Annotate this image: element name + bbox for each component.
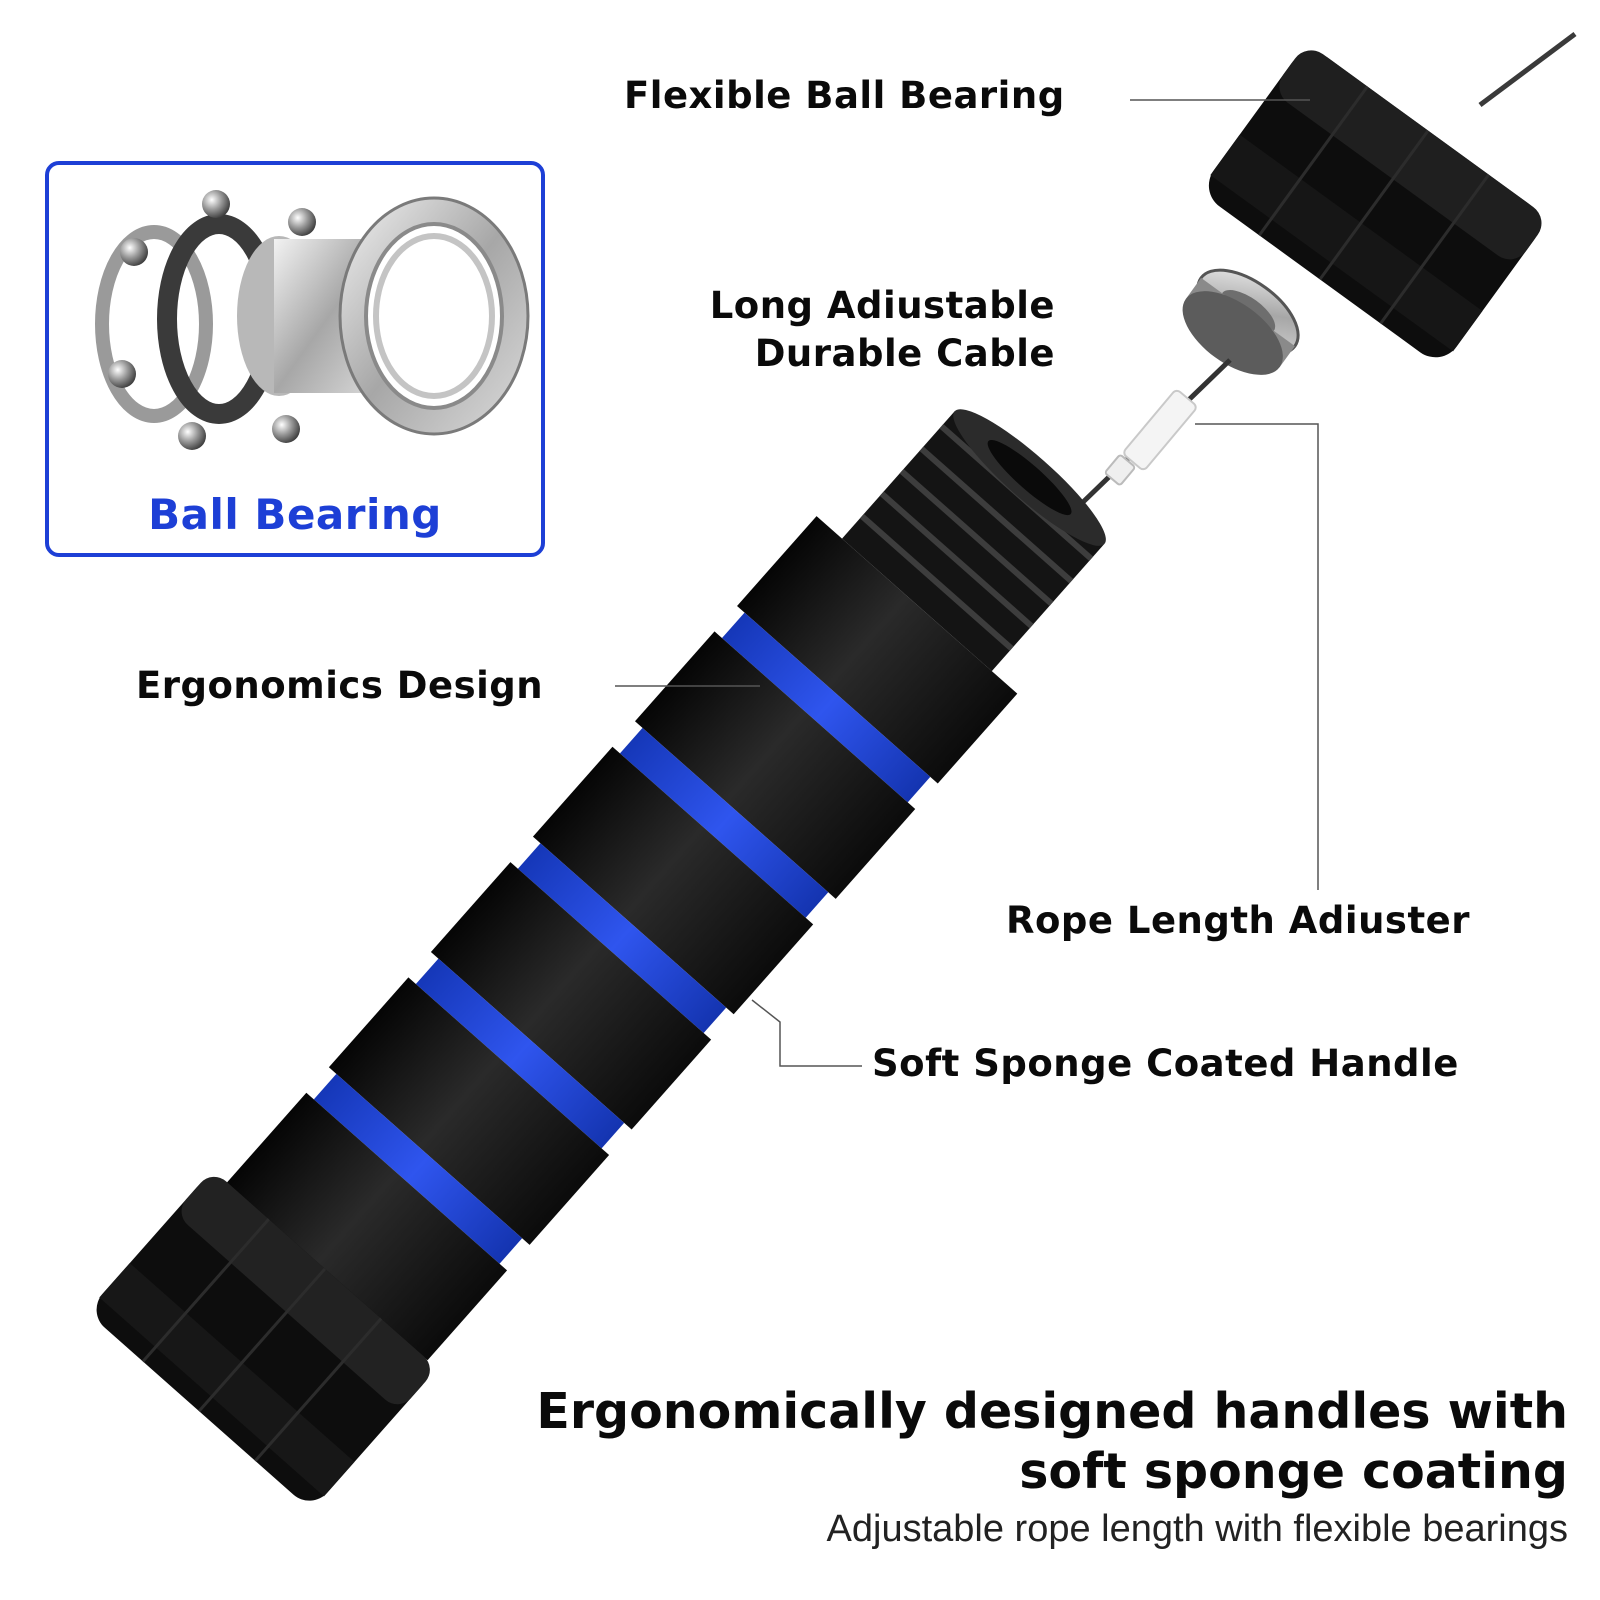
leader-soft-sponge-handle	[751, 999, 862, 1067]
headline-line1: Ergonomically designed handles with	[536, 1383, 1568, 1440]
top-end-cap	[1208, 50, 1542, 358]
jump-rope-handle	[226, 409, 1106, 1361]
label-cable-line2: Durable Cable	[754, 332, 1055, 375]
rope-wire	[1478, 31, 1577, 108]
label-ergonomics-design: Ergonomics Design	[136, 664, 544, 707]
headline: Ergonomically designed handles with soft…	[408, 1382, 1568, 1502]
label-flexible-ball-bearing: Flexible Ball Bearing	[624, 74, 1065, 117]
ball-bearing-inset: Ball Bearing	[45, 161, 545, 557]
headline-line2: soft sponge coating	[1019, 1443, 1568, 1500]
label-cable: Long Adiustable Durable Cable	[710, 282, 1055, 378]
label-soft-sponge-handle: Soft Sponge Coated Handle	[872, 1042, 1459, 1085]
rope-length-adjuster-sleeve	[1123, 389, 1197, 471]
small-sleeve	[1104, 454, 1136, 486]
exploded-bearing-diagram	[95, 190, 530, 450]
subline: Adjustable rope length with flexible bea…	[826, 1508, 1568, 1550]
inset-title: Ball Bearing	[148, 490, 442, 539]
label-rope-length-adjuster: Rope Length Adiuster	[1006, 899, 1470, 942]
bottom-end-cap	[96, 1176, 430, 1501]
small-bearing	[1182, 268, 1300, 375]
label-cable-line1: Long Adiustable	[709, 284, 1055, 327]
leader-rope-length-adjuster	[1195, 423, 1319, 890]
